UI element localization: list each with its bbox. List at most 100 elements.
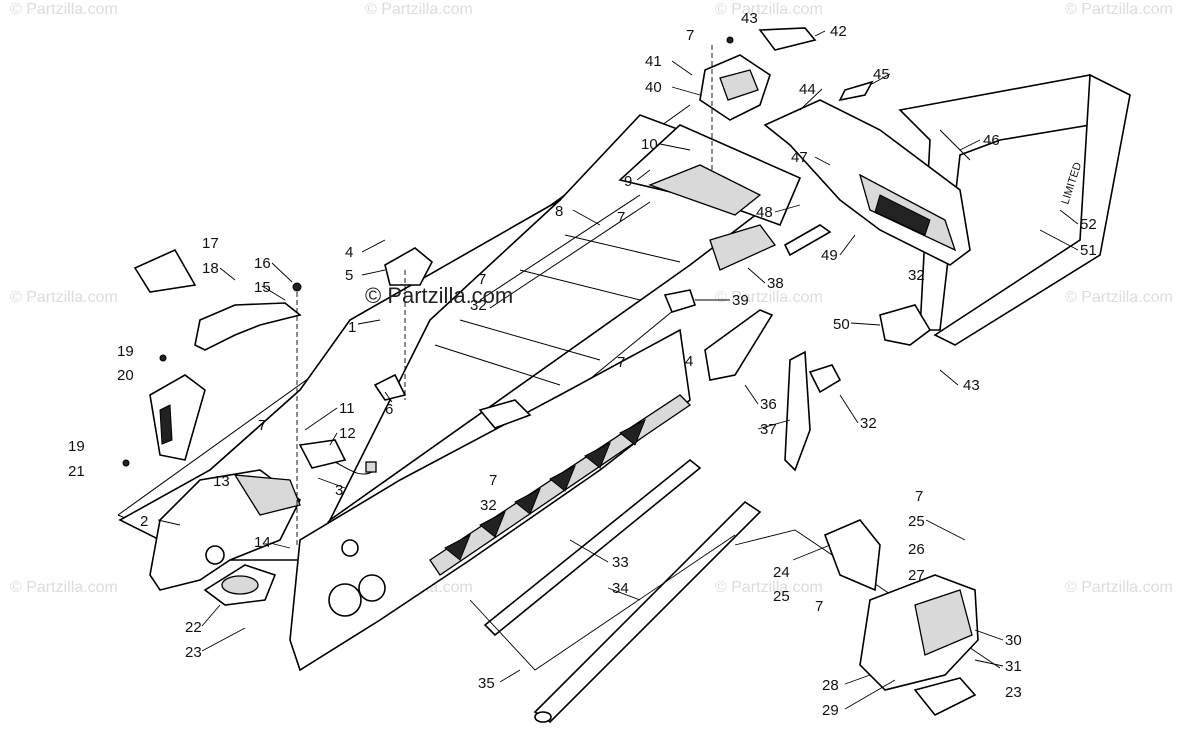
cover-22-recess bbox=[221, 575, 259, 595]
callout-32a: 32 bbox=[470, 297, 487, 314]
module-12-wire bbox=[334, 461, 373, 475]
left-parts bbox=[122, 248, 302, 545]
callout-7c: 7 bbox=[478, 271, 486, 288]
leader-40 bbox=[671, 86, 701, 96]
leader-43b bbox=[939, 369, 959, 386]
leader-10 bbox=[659, 143, 691, 151]
callout-25a: 25 bbox=[908, 513, 925, 530]
callout-16: 16 bbox=[254, 255, 271, 272]
callout-49: 49 bbox=[821, 247, 838, 264]
console-piece bbox=[478, 399, 532, 429]
leader-34 bbox=[607, 587, 641, 601]
callout-14: 14 bbox=[254, 534, 271, 551]
leader-48 bbox=[774, 204, 801, 213]
callout-45: 45 bbox=[873, 66, 890, 83]
watermark-tl: © Partzilla.com bbox=[10, 1, 118, 18]
panel-24 bbox=[823, 519, 881, 592]
watermark-br: © Partzilla.com bbox=[1065, 579, 1173, 596]
callout-32c: 32 bbox=[860, 415, 877, 432]
leader-3 bbox=[317, 477, 346, 489]
decal-45 bbox=[838, 80, 874, 102]
leader-36 bbox=[744, 384, 759, 405]
leader-41 bbox=[671, 60, 693, 76]
tunnel-right-side bbox=[289, 328, 691, 672]
callout-23b: 23 bbox=[1005, 684, 1022, 701]
side-hole-2 bbox=[358, 574, 386, 602]
callout-7e: 7 bbox=[258, 417, 266, 434]
bolt-19a bbox=[159, 354, 167, 362]
plate-5 bbox=[384, 247, 434, 286]
callout-19b: 19 bbox=[68, 438, 85, 455]
leader-2 bbox=[157, 519, 181, 526]
callout-4a: 4 bbox=[345, 244, 353, 261]
bracket-20-slot bbox=[159, 404, 173, 445]
callout-2: 2 bbox=[140, 513, 148, 530]
callout-3: 3 bbox=[335, 482, 343, 499]
callout-33: 33 bbox=[612, 554, 629, 571]
leader-28 bbox=[844, 674, 871, 685]
rail-34-end bbox=[534, 711, 552, 723]
callout-31: 31 bbox=[1005, 658, 1022, 675]
flap-49 bbox=[783, 224, 832, 257]
callout-11: 11 bbox=[339, 400, 355, 417]
callout-26: 26 bbox=[908, 541, 925, 558]
leader-30 bbox=[974, 629, 1004, 641]
watermark-tr: © Partzilla.com bbox=[1065, 1, 1173, 18]
retainer-36 bbox=[704, 309, 774, 381]
callout-7b: 7 bbox=[617, 209, 625, 226]
leader-37 bbox=[757, 419, 791, 430]
cover-17 bbox=[133, 248, 197, 293]
callout-32b: 32 bbox=[908, 267, 925, 284]
watermark-m3: © Partzilla.com bbox=[715, 289, 823, 306]
leader-42 bbox=[814, 30, 826, 37]
callout-9: 9 bbox=[624, 173, 632, 190]
bracket-20 bbox=[149, 374, 206, 461]
deck-rib-2 bbox=[459, 319, 601, 361]
side-panel-group bbox=[734, 519, 1001, 717]
callout-5: 5 bbox=[345, 267, 353, 284]
callout-13: 13 bbox=[213, 473, 230, 490]
callout-22: 22 bbox=[185, 619, 202, 636]
leader-38 bbox=[747, 267, 766, 284]
callout-28: 28 bbox=[822, 677, 839, 694]
callout-leaders bbox=[157, 30, 1079, 710]
callout-40: 40 bbox=[645, 79, 662, 96]
leader-35b bbox=[499, 669, 521, 683]
leader-32c bbox=[839, 394, 859, 424]
bracket-hole bbox=[205, 545, 225, 565]
leader-12 bbox=[329, 432, 338, 446]
callout-41: 41 bbox=[645, 53, 662, 70]
leader-24 bbox=[792, 544, 831, 561]
watermark-mr: © Partzilla.com bbox=[1065, 289, 1173, 306]
leader-8 bbox=[572, 209, 601, 226]
module-12-connector bbox=[365, 461, 377, 473]
callout-25b: 25 bbox=[773, 588, 790, 605]
leader-1 bbox=[357, 319, 381, 325]
leader-23a bbox=[201, 627, 246, 652]
callout-39: 39 bbox=[732, 292, 749, 309]
callout-15: 15 bbox=[254, 279, 271, 296]
clip-39 bbox=[663, 289, 697, 313]
rear-bumper-side bbox=[933, 73, 1131, 346]
pad-6 bbox=[373, 373, 407, 401]
heat-exchanger-fins bbox=[444, 418, 646, 561]
side-hole-3 bbox=[341, 539, 359, 557]
callout-38: 38 bbox=[767, 275, 784, 292]
callout-43a: 43 bbox=[741, 10, 758, 27]
callout-7g: 7 bbox=[915, 488, 923, 505]
callout-12: 12 bbox=[339, 425, 356, 442]
callout-6: 6 bbox=[385, 401, 393, 418]
leader-29 bbox=[844, 679, 896, 710]
rear-deck-panel bbox=[648, 164, 762, 216]
tunnel-assembly bbox=[117, 104, 842, 724]
leader-45 bbox=[869, 73, 891, 86]
leader-6 bbox=[384, 391, 393, 403]
tunnel-left-side bbox=[118, 199, 561, 561]
callout-labels: 1 2 3 4 4 5 6 7 7 7 7 7 7 7 7 8 9 10 11 … bbox=[68, 10, 1097, 719]
callout-43b: 43 bbox=[963, 377, 980, 394]
callout-7f: 7 bbox=[489, 472, 497, 489]
panel-31 bbox=[913, 677, 977, 717]
rail-34 bbox=[533, 500, 762, 724]
callout-30: 30 bbox=[1005, 632, 1022, 649]
leader-14 bbox=[269, 542, 291, 549]
